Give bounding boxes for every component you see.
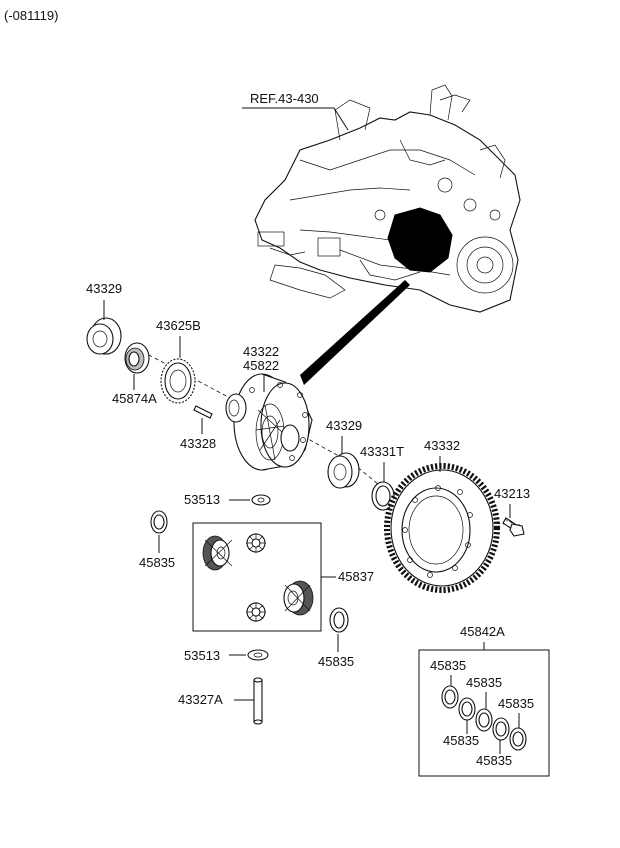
bearing-left[interactable] — [86, 317, 122, 355]
label-gear-set[interactable]: 45837 — [338, 569, 374, 584]
label-seal-left[interactable]: 45874A — [112, 391, 157, 406]
differential-location-highlight — [387, 207, 453, 273]
speedo-gear[interactable] — [160, 358, 196, 404]
label-kit-w5[interactable]: 45835 — [476, 753, 512, 768]
label-lock-bottom[interactable]: 53513 — [184, 648, 220, 663]
kit-box — [418, 649, 550, 777]
label-ring-gear[interactable]: 43332 — [424, 438, 460, 453]
label-washer-mid[interactable]: 45835 — [318, 654, 354, 669]
transmission-housing-illustration — [254, 84, 521, 385]
ref-label[interactable]: REF.43-430 — [250, 91, 319, 106]
callout-wedge — [300, 280, 410, 385]
lock-top[interactable] — [251, 494, 271, 506]
label-case-a[interactable]: 43322 — [243, 344, 279, 359]
ref-leader — [242, 107, 349, 131]
seal-left[interactable] — [124, 342, 150, 374]
kit-washers[interactable] — [441, 685, 527, 751]
label-kit[interactable]: 45842A — [460, 624, 505, 639]
label-kit-w4[interactable]: 45835 — [443, 733, 479, 748]
label-shaft[interactable]: 43327A — [178, 692, 223, 707]
washer-mid[interactable] — [329, 607, 349, 633]
gear-set-parts[interactable] — [202, 533, 314, 622]
bearing-right[interactable] — [327, 452, 360, 489]
label-washer-left[interactable]: 45835 — [139, 555, 175, 570]
differential-case[interactable] — [225, 373, 313, 471]
pin[interactable] — [193, 405, 213, 419]
label-case-b[interactable]: 45822 — [243, 358, 279, 373]
shim-right[interactable] — [371, 481, 395, 511]
ring-gear[interactable] — [384, 463, 500, 593]
label-bearing-right[interactable]: 43329 — [326, 418, 362, 433]
header-code: (-081119) — [4, 8, 58, 23]
label-speedo-gear[interactable]: 43625B — [156, 318, 201, 333]
label-kit-w1[interactable]: 45835 — [430, 658, 466, 673]
washer-left[interactable] — [150, 510, 168, 534]
bolt[interactable] — [502, 517, 525, 537]
label-bolt[interactable]: 43213 — [494, 486, 530, 501]
label-kit-w3[interactable]: 45835 — [498, 696, 534, 711]
label-lock-top[interactable]: 53513 — [184, 492, 220, 507]
label-kit-w2[interactable]: 45835 — [466, 675, 502, 690]
label-shim-right[interactable]: 43331T — [360, 444, 404, 459]
lock-bottom[interactable] — [247, 649, 269, 661]
label-bearing-left[interactable]: 43329 — [86, 281, 122, 296]
label-pin[interactable]: 43328 — [180, 436, 216, 451]
pinion-shaft[interactable] — [253, 677, 263, 725]
